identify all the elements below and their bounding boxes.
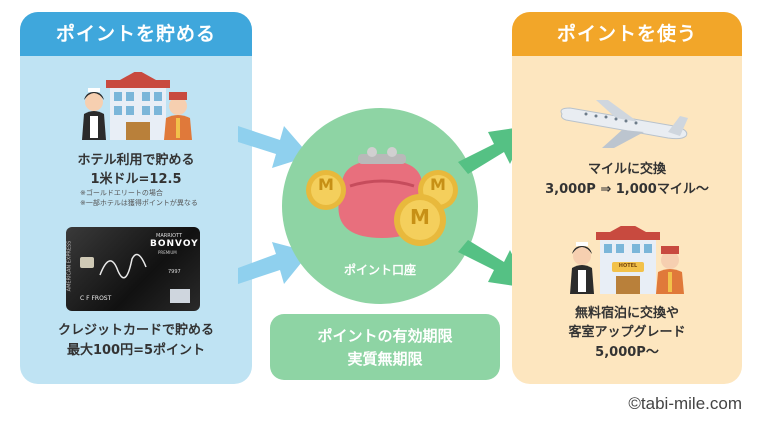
use-stay-arrow — [458, 240, 528, 288]
use-points-panel: ポイントを使う — [512, 12, 742, 384]
coin-letter-3: M — [410, 205, 430, 229]
credit-card-image: MARRIOTT BONVOY PREMIUM AMERICAN EXPRESS… — [66, 227, 200, 311]
free-stay-cost: 5,000P〜 — [595, 345, 659, 360]
coin-letter-1: M — [318, 175, 334, 194]
use-miles-arrow — [458, 126, 528, 174]
card-issuer: AMERICAN EXPRESS — [66, 240, 73, 292]
hotel-staff-illustration-right — [570, 226, 684, 294]
airplane-icon — [560, 100, 688, 148]
hotel-sign: HOTEL — [618, 263, 638, 269]
hotel-staff-illustration-left — [82, 72, 192, 140]
earn-points-title: ポイントを貯める — [20, 12, 252, 56]
gold-elite-note: ※ゴールドエリートの場合 — [80, 189, 163, 197]
use-points-title: ポイントを使う — [512, 12, 742, 56]
card-number: 7997 — [168, 269, 181, 275]
card-chip — [80, 257, 94, 268]
card-brand: MARRIOTT — [156, 233, 183, 239]
card-earn-rate: 最大100円=5ポイント — [66, 343, 206, 358]
point-validity-box — [270, 314, 500, 380]
hotel-earn-text: ホテル利用で貯める — [77, 153, 195, 168]
copyright-text: ©tabi-mile.com — [628, 394, 742, 413]
card-holder: C F FROST — [80, 295, 112, 302]
card-product: BONVOY — [150, 239, 199, 249]
card-earn-text: クレジットカードで貯める — [57, 323, 214, 338]
card-tier: PREMIUM — [158, 250, 177, 255]
card-signature-swirl — [99, 253, 147, 279]
validity-line2: 実質無期限 — [347, 350, 423, 368]
miles-exchange-rate: 3,000P ⇒ 1,000マイル〜 — [545, 182, 709, 197]
validity-line1: ポイントの有効期限 — [317, 327, 453, 345]
room-upgrade-text: 客室アップグレード — [568, 325, 686, 340]
coin-letter-2: M — [430, 175, 446, 194]
hotel-exception-note: ※一部ホテルは獲得ポイントが異なる — [80, 199, 198, 207]
amex-logo — [170, 289, 190, 303]
free-stay-text: 無料宿泊に交換や — [574, 306, 679, 321]
coin-purse-illustration — [306, 147, 458, 246]
miles-exchange-text: マイルに交換 — [587, 162, 666, 177]
earn-card-arrow — [238, 242, 310, 284]
earn-hotel-arrow — [238, 126, 310, 168]
point-account-label: ポイント口座 — [343, 263, 416, 277]
hotel-earn-rate: 1米ドル=12.5 — [90, 172, 182, 187]
